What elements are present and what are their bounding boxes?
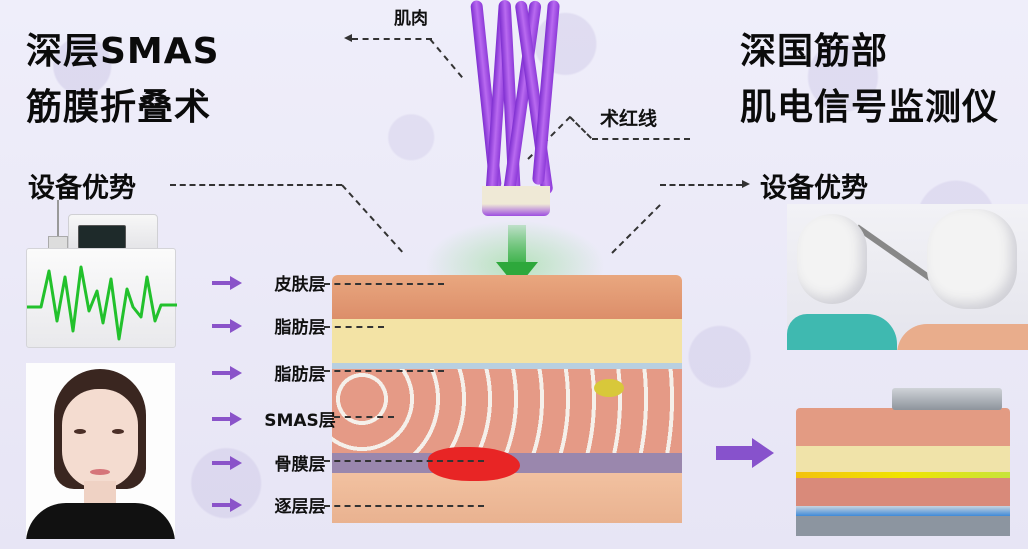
layer-connector [334, 416, 394, 418]
fat-layer [332, 313, 682, 363]
arrow-right-icon [212, 455, 242, 470]
surgery-image [787, 204, 1028, 350]
right-title-line1: 深国筋部 [740, 31, 889, 72]
connector-muscle [352, 38, 432, 40]
highlight-yellow [594, 379, 624, 397]
layer-label: 脂肪层 [274, 318, 326, 338]
arrow-right-icon [212, 275, 242, 290]
layer-label: SMAS层 [264, 411, 336, 431]
layer-row-periosteum: 骨膜层 [212, 450, 340, 475]
portrait-photo [26, 363, 175, 539]
layer-row-fat1: 脂肪层 [212, 313, 340, 338]
deep-layer [332, 473, 682, 523]
probe-instrument [892, 388, 1002, 410]
smas-layer [332, 369, 682, 453]
purple-arrow-right-icon [716, 438, 774, 468]
connector-arrowhead-right-icon [742, 180, 750, 188]
highlight-red [428, 447, 520, 481]
arrow-right-icon [212, 318, 242, 333]
result-skin-block [796, 388, 1010, 538]
arrow-right-icon [212, 365, 242, 380]
left-title-line1: 深层SMAS [26, 31, 220, 72]
device-screen [78, 225, 126, 249]
emg-device [26, 248, 177, 348]
right-title-line2: 肌电信号监测仪 [740, 87, 1000, 128]
connector-right-subtitle [660, 184, 742, 186]
right-subtitle: 设备优势 [760, 173, 868, 204]
device-antenna [57, 200, 59, 240]
layer-connector [324, 370, 444, 372]
layer-connector [324, 460, 484, 462]
layer-label: 逐层层 [274, 497, 326, 517]
connector-arrowhead-left-icon [344, 34, 352, 42]
green-arrow-down-icon [508, 225, 526, 265]
layer-label: 骨膜层 [274, 455, 326, 475]
layer-label: 脂肪层 [274, 365, 326, 385]
arrow-right-icon [212, 411, 242, 426]
arrow-right-icon [212, 497, 242, 512]
suture-label: 术红线 [600, 108, 658, 130]
waveform-icon [27, 265, 177, 341]
layer-row-smas: SMAS层 [212, 406, 340, 431]
layer-row-fat2: 脂肪层 [212, 360, 340, 385]
connector-suture [592, 138, 690, 140]
muscle-label: 肌肉 [394, 9, 428, 29]
left-subtitle: 设备优势 [28, 173, 136, 204]
layer-row-deep: 逐层层 [212, 492, 340, 517]
fascia-layer [332, 359, 682, 369]
layer-connector [324, 505, 484, 507]
connector-left-subtitle [170, 184, 342, 186]
skin-layer [332, 275, 682, 319]
skin-cross-section [332, 255, 682, 545]
layer-connector [324, 326, 384, 328]
layer-connector [324, 283, 444, 285]
layer-row-skin: 皮肤层 [212, 270, 340, 295]
layer-label: 皮肤层 [274, 275, 326, 295]
muscle-fiber-ends [482, 186, 550, 216]
left-title-line2: 筋膜折叠术 [26, 87, 212, 128]
